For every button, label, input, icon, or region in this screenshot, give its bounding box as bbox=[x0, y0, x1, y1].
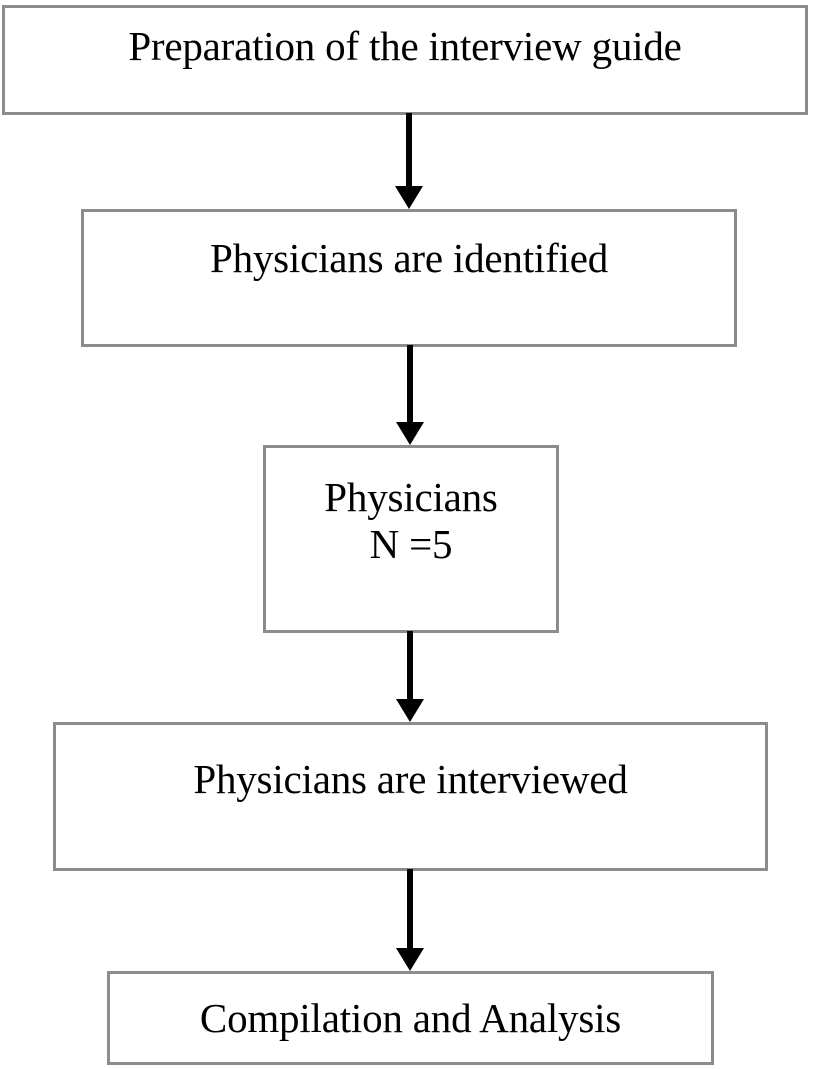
flowchart-node-physicians-interviewed: Physicians are interviewed bbox=[53, 722, 768, 871]
arrow-shaft bbox=[407, 631, 413, 699]
node-label: Preparation of the interview guide bbox=[128, 23, 682, 69]
arrow-head-icon bbox=[396, 422, 424, 445]
arrow-shaft bbox=[407, 345, 413, 422]
arrow-shaft bbox=[406, 113, 412, 186]
node-label: Physicians are identified bbox=[209, 235, 609, 281]
arrow-head-icon bbox=[396, 699, 424, 722]
flowchart-node-physicians-identified: Physicians are identified bbox=[81, 209, 737, 347]
flowchart-node-compilation-analysis: Compilation and Analysis bbox=[107, 971, 714, 1065]
flowchart-node-preparation: Preparation of the interview guide bbox=[2, 5, 808, 115]
arrow-head-icon bbox=[396, 948, 424, 971]
node-label: Compilation and Analysis bbox=[199, 994, 622, 1041]
node-label: Physicians are interviewed bbox=[193, 756, 628, 802]
connector-arrow-interviewed-to-analysis bbox=[396, 869, 424, 971]
arrow-head-icon bbox=[395, 186, 423, 209]
arrow-shaft bbox=[407, 869, 413, 948]
connector-arrow-identified-to-count bbox=[396, 345, 424, 445]
node-label: Physicians N =5 bbox=[324, 474, 498, 567]
flowchart-node-physicians-count: Physicians N =5 bbox=[263, 445, 559, 633]
connector-arrow-count-to-interviewed bbox=[396, 631, 424, 722]
connector-arrow-preparation-to-identified bbox=[395, 113, 423, 209]
